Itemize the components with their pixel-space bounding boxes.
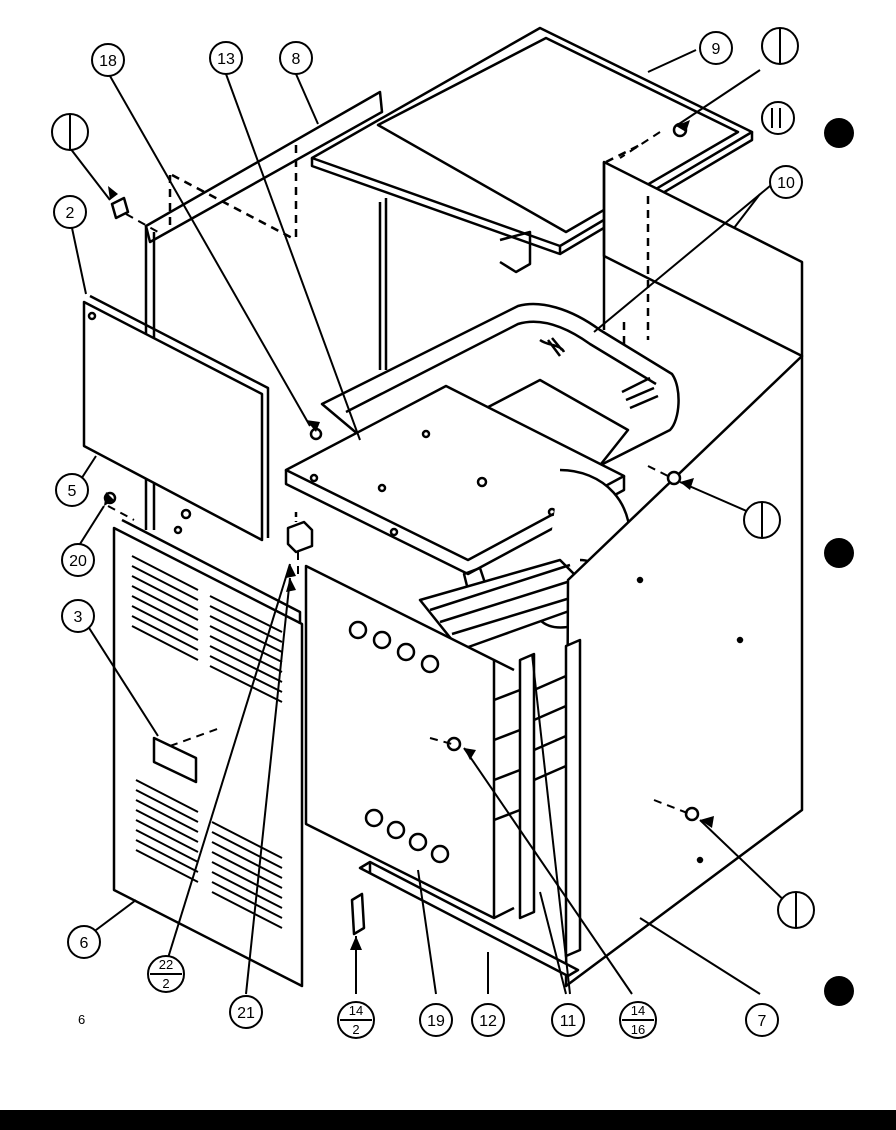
callout-21: 21 xyxy=(229,995,263,1029)
binder-hole-top xyxy=(824,118,854,148)
callout-2: 2 xyxy=(53,195,87,229)
callout-10: 10 xyxy=(769,165,803,199)
callout-3: 3 xyxy=(61,599,95,633)
svg-text:19: 19 xyxy=(427,1013,445,1030)
callout-5: 5 xyxy=(55,473,89,507)
svg-text:8: 8 xyxy=(292,51,301,68)
access-panel xyxy=(82,294,270,542)
callout-14-over-2: 14 2 xyxy=(337,1001,375,1039)
callout-8: 8 xyxy=(279,41,313,75)
callout-22-over-2: 22 2 xyxy=(147,955,185,993)
louvered-door xyxy=(112,508,304,988)
binder-hole-bottom xyxy=(824,976,854,1006)
svg-text:14: 14 xyxy=(631,1003,645,1018)
callout-7: 7 xyxy=(745,1003,779,1037)
callout-14-over-16: 14 16 xyxy=(619,1001,657,1039)
svg-text:12: 12 xyxy=(479,1013,497,1030)
arrowheads xyxy=(104,120,714,950)
svg-text:5: 5 xyxy=(68,483,77,500)
svg-text:21: 21 xyxy=(237,1005,255,1022)
callout-19: 19 xyxy=(419,1003,453,1037)
svg-text:6: 6 xyxy=(80,935,89,952)
door-switch xyxy=(286,512,314,554)
screw-spec-marks xyxy=(51,27,815,929)
binder-hole-middle xyxy=(824,538,854,568)
svg-text:3: 3 xyxy=(74,609,83,626)
vertical-rails xyxy=(493,638,582,958)
inner-front-panel xyxy=(304,564,515,920)
page-number: 6 xyxy=(78,1012,86,1027)
svg-text:14: 14 xyxy=(349,1003,363,1018)
svg-text:7: 7 xyxy=(758,1013,767,1030)
svg-text:10: 10 xyxy=(777,175,795,192)
control-shelf xyxy=(284,384,626,600)
svg-text:2: 2 xyxy=(352,1022,359,1037)
callout-11: 11 xyxy=(551,1003,585,1037)
callout-20: 20 xyxy=(61,543,95,577)
svg-text:16: 16 xyxy=(631,1022,645,1037)
svg-text:9: 9 xyxy=(712,41,721,58)
svg-text:2: 2 xyxy=(66,205,75,222)
leader-lines xyxy=(69,49,793,995)
scan-edge-bar xyxy=(0,1110,896,1130)
callout-12: 12 xyxy=(471,1003,505,1037)
assembly-lines xyxy=(107,131,691,815)
callout-9: 9 xyxy=(699,31,733,65)
svg-text:11: 11 xyxy=(560,1013,577,1030)
callout-13: 13 xyxy=(209,41,243,75)
svg-text:18: 18 xyxy=(99,53,117,70)
svg-text:2: 2 xyxy=(162,976,169,991)
svg-text:22: 22 xyxy=(159,957,173,972)
bottom-rail xyxy=(358,860,580,978)
fasteners xyxy=(103,122,700,936)
svg-text:13: 13 xyxy=(217,51,235,68)
callout-6: 6 xyxy=(67,925,101,959)
svg-text:20: 20 xyxy=(69,553,87,570)
callout-18: 18 xyxy=(91,43,125,77)
